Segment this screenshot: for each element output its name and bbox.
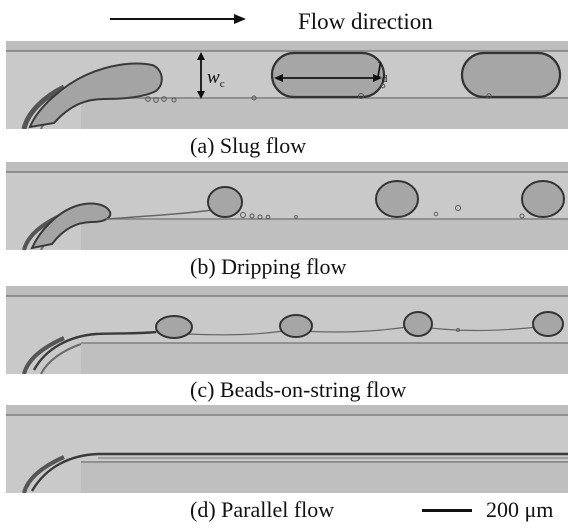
channel-width-marker [197, 52, 205, 99]
drip-droplet-3 [521, 180, 565, 218]
bead-1 [155, 315, 193, 339]
scale-bar [422, 509, 472, 512]
slug-droplet-2 [460, 51, 562, 99]
bead-4 [532, 311, 564, 337]
caption-slug-flow: (a) Slug flow [190, 133, 307, 158]
droplet-length-label: ld [376, 58, 388, 85]
panel-parallel-flow [6, 405, 568, 493]
droplet-forming [28, 62, 163, 129]
droplet-forming [30, 202, 112, 250]
micrograph-parallel-flow [6, 405, 568, 493]
drip-droplet-2 [375, 180, 419, 218]
bead-2 [279, 314, 313, 338]
slug-droplet-1 [270, 51, 386, 99]
caption-dripping-flow: (b) Dripping flow [190, 254, 347, 279]
panel-dripping-flow [6, 162, 568, 250]
scale-bar-group: 200 μm [422, 497, 570, 523]
micrograph-dripping-flow [6, 162, 568, 250]
droplet-length-marker [274, 74, 382, 82]
scale-label: 200 μm [486, 497, 554, 522]
parallel-interface [30, 452, 568, 492]
channel-width-label: wc [207, 67, 225, 90]
flow-direction-label: Flow direction [298, 9, 433, 34]
micrograph-slug-flow: wc ld [6, 41, 568, 129]
panel-beads-on-string-flow [6, 286, 568, 374]
drip-droplet-1 [207, 186, 243, 218]
thread-start [32, 330, 157, 371]
caption-beads-on-string-flow: (c) Beads-on-string flow [190, 377, 407, 402]
flow-direction-arrow [110, 14, 246, 24]
caption-parallel-flow: (d) Parallel flow [190, 497, 335, 522]
panel-slug-flow: wc ld [6, 41, 568, 129]
bead-3 [403, 311, 433, 337]
figure-header: Flow direction [0, 0, 574, 40]
micrograph-beads-on-string-flow [6, 286, 568, 374]
